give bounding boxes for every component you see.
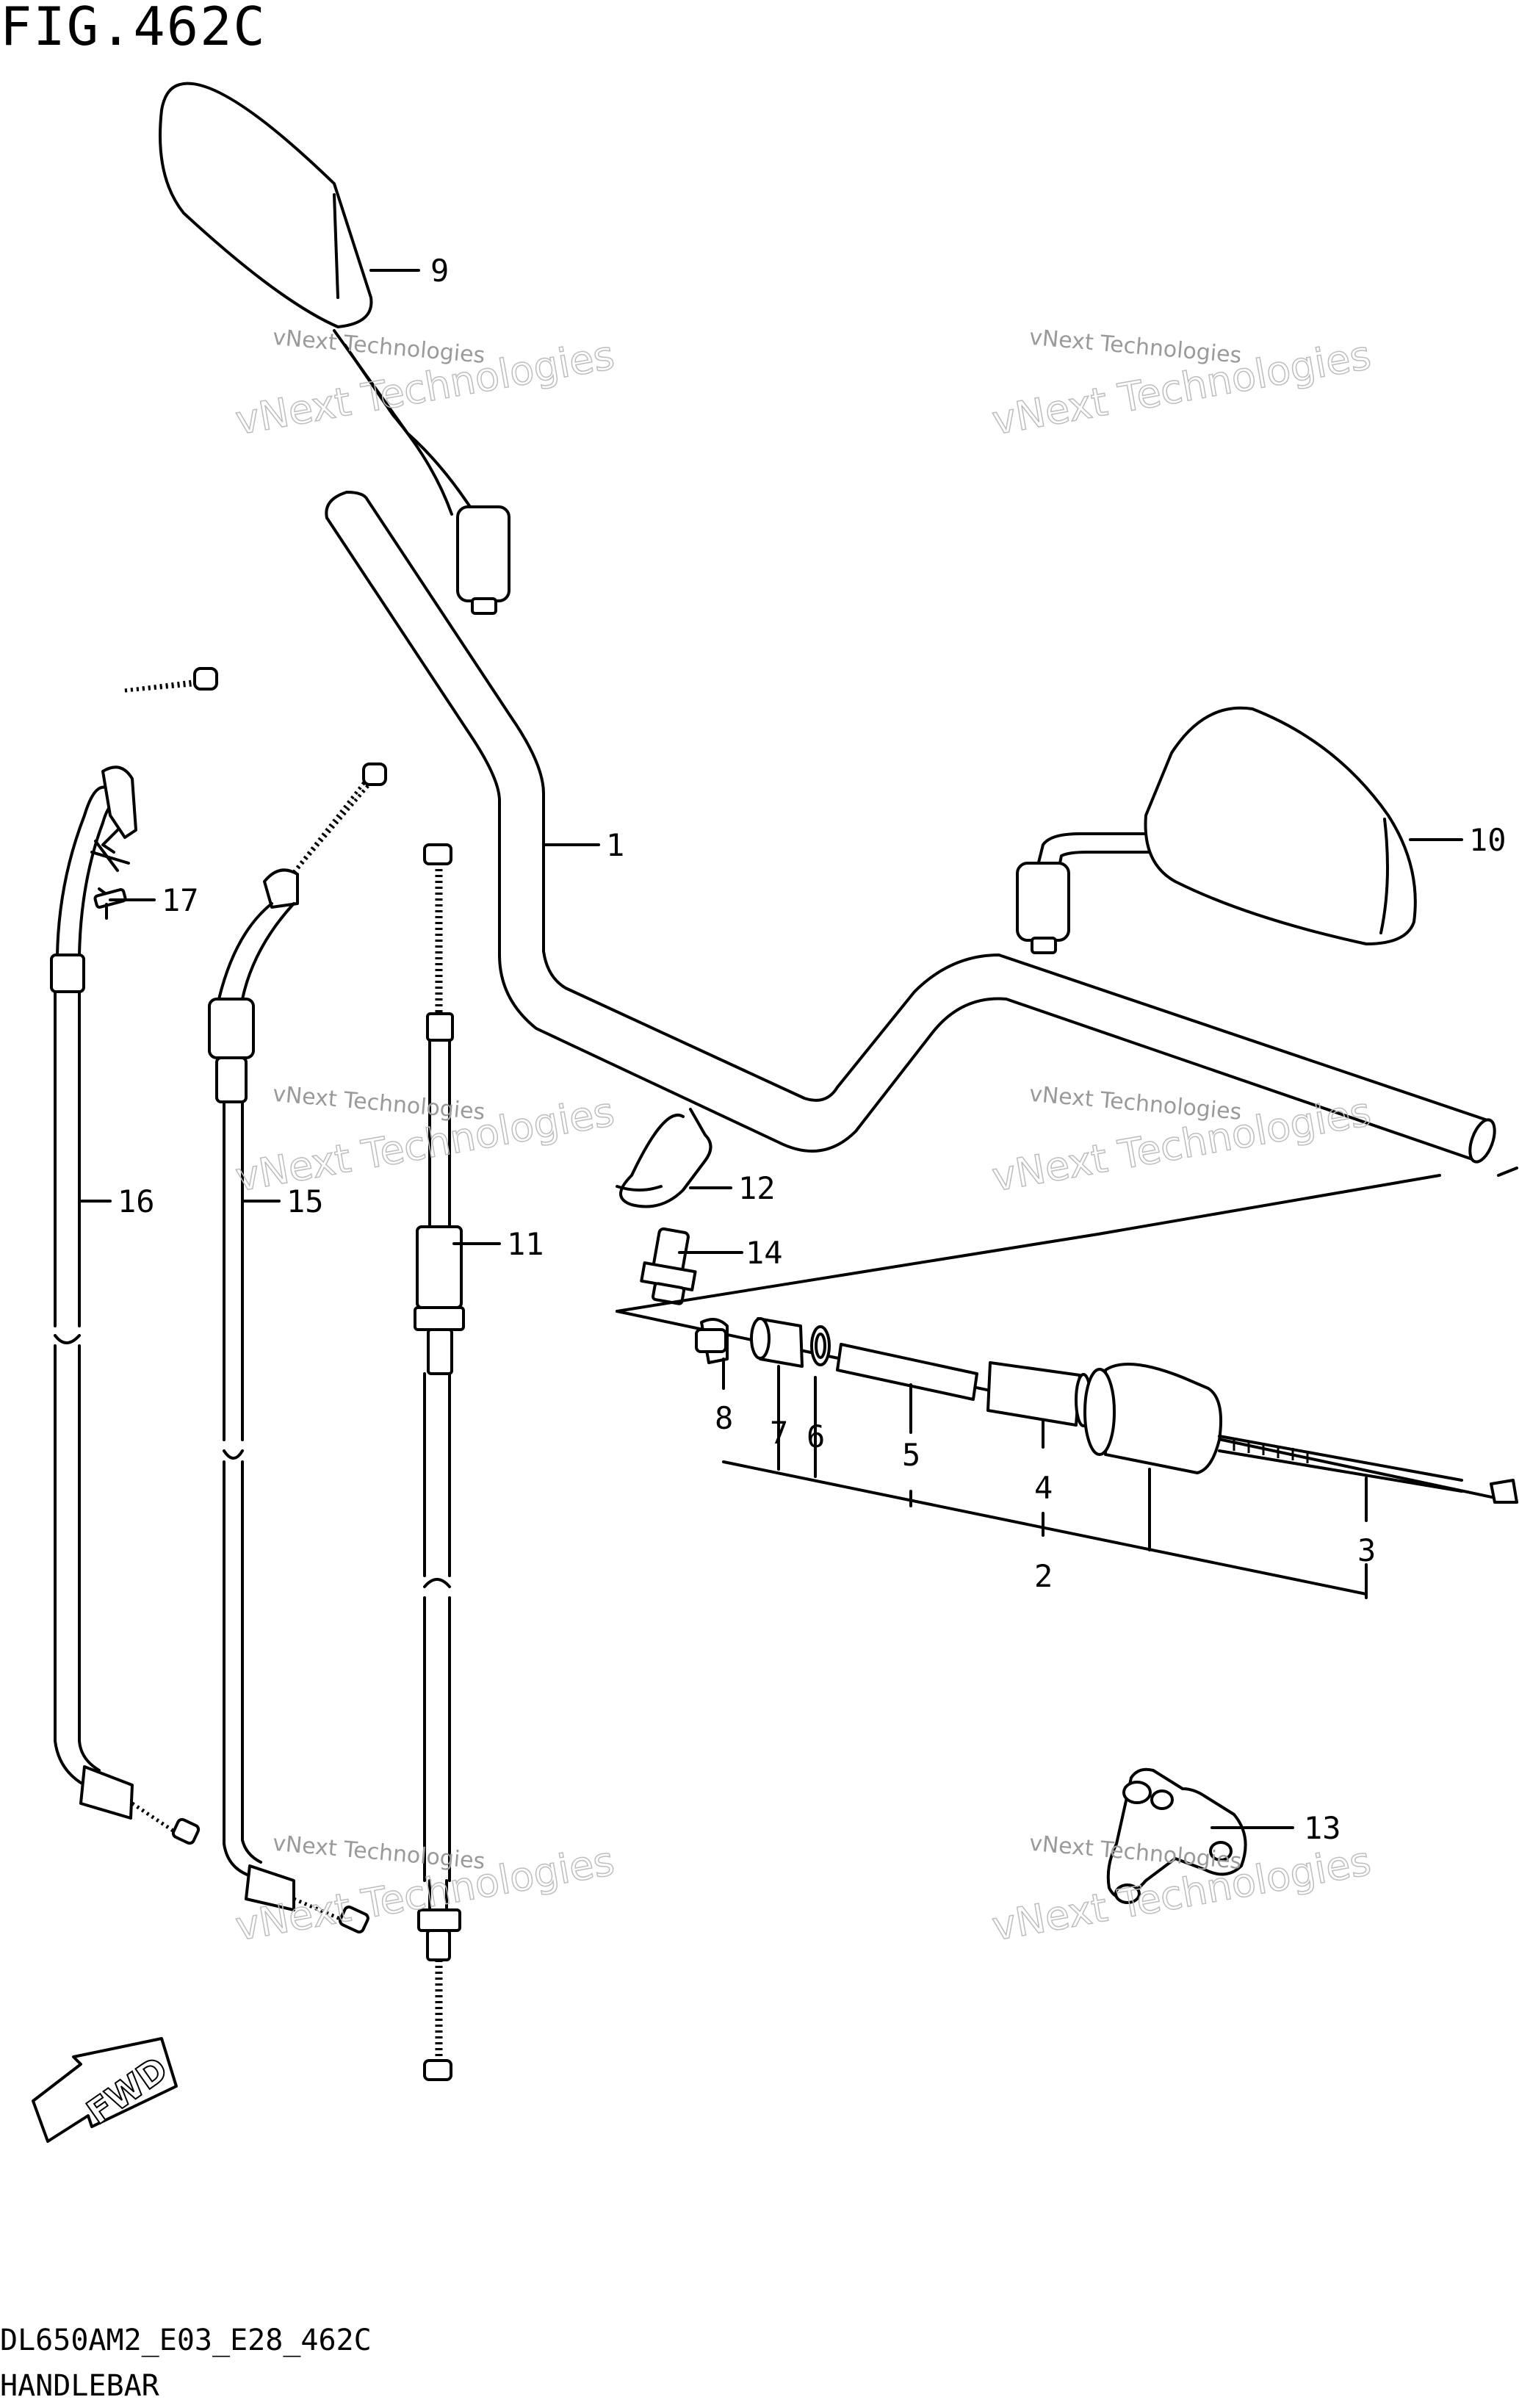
callout-11: 11 [507,1226,544,1262]
handlebar-tube [325,491,1496,1164]
callout-6: 6 [807,1419,825,1454]
cable-15 [208,763,387,1933]
figure-title: FIG.462C [0,0,267,57]
callout-14: 14 [746,1235,783,1271]
callouts: 9 1 10 17 16 15 11 12 14 8 7 6 5 4 2 3 1… [118,253,1507,1846]
callout-10: 10 [1469,822,1507,858]
drawing-code: DL650AM2_E03_E28_462C [0,2324,372,2357]
callout-12: 12 [738,1170,776,1206]
wire-clip-12 [616,1108,712,1208]
bolt-14 [640,1227,697,1305]
watermarks: vNext Technologies vNext Technologies vN… [231,325,1374,1950]
cable-16 [50,667,218,1845]
callout-17: 17 [162,882,199,918]
callout-1: 1 [606,827,624,863]
leader-lines [78,269,1463,1829]
bar-end-assembly [616,1167,1518,1504]
callout-7: 7 [770,1415,788,1451]
callout-8: 8 [715,1400,733,1436]
callout-4: 4 [1034,1470,1053,1506]
mirror-left [159,82,510,615]
forward-arrow: FWD [32,2037,178,2143]
bracket-13 [1106,1767,1247,1904]
callout-5: 5 [902,1437,920,1473]
callout-3: 3 [1357,1532,1376,1568]
callout-13: 13 [1304,1810,1341,1846]
drawing-name: HANDLEBAR [0,2369,159,2403]
callout-2: 2 [1034,1558,1053,1594]
mirror-right [1016,706,1417,954]
cable-11 [414,843,465,2081]
callout-15: 15 [286,1183,324,1219]
callout-16: 16 [118,1183,155,1219]
callout-9: 9 [430,253,449,289]
